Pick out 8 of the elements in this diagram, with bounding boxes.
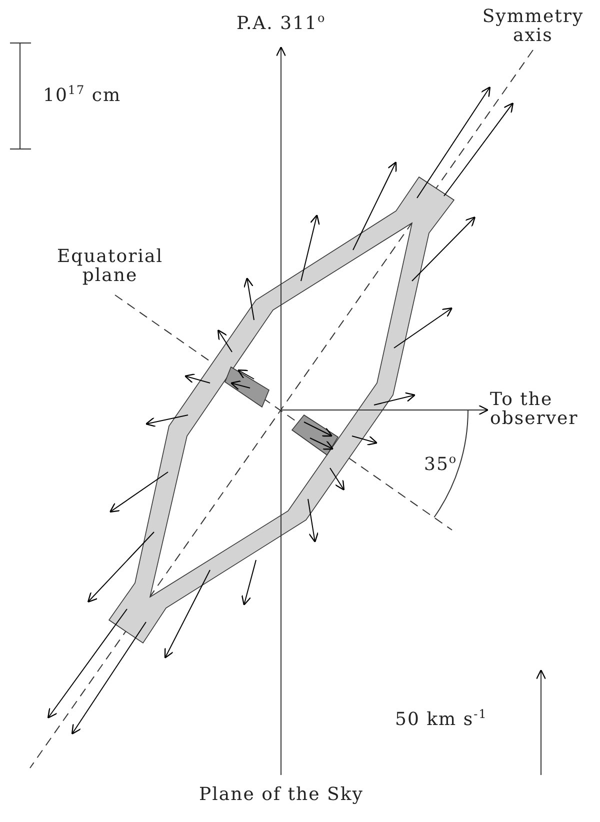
axis-label: Plane of the Sky xyxy=(199,786,364,805)
axis-label: P.A. 311$^{o}$ xyxy=(236,12,326,34)
velocity-scale-label: 50 km s$^{-1}$ xyxy=(395,708,488,730)
angle-label: 35$^{o}$ xyxy=(424,453,458,475)
plane-label: Equatorial plane xyxy=(56,248,164,286)
direction-label: To the observer xyxy=(490,391,580,429)
axis-label: Symmetry axis xyxy=(481,8,585,46)
scale-label: 10$^{17}$ cm xyxy=(43,84,122,106)
